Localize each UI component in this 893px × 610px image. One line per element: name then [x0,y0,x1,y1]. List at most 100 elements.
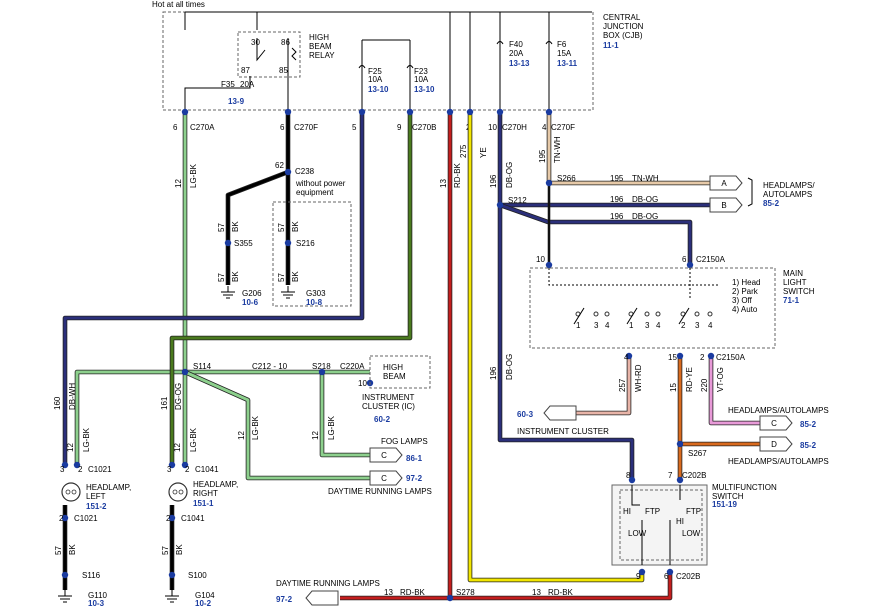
pin-6a: 6 [173,123,178,132]
pin-8: 8 [626,471,631,480]
relay-87-wire [184,76,251,110]
splice-s267 [676,440,684,448]
switch-lever-1 [573,307,585,325]
fog-arrow-label: C [381,451,387,460]
wire-196b: 196 [610,195,624,204]
switch-pos-sw2: 2 [681,321,686,330]
cjb-pin-dot-6 [496,108,504,116]
wire-160: 160 [53,396,62,410]
switch-contact-5 [655,311,661,317]
switch-lever-3 [678,307,690,325]
pin-2b: 2 [700,353,705,362]
fuse-f23-amp: 10A [414,75,429,84]
wire-tnwh-b: TN-WH [632,174,659,183]
ref-drl: 97-2 [406,474,423,483]
relay-p30: 30 [251,38,260,47]
wire-label-12a: 12 [174,179,183,188]
relay-p85: 85 [279,66,288,75]
ref-ha-c: 85-2 [800,420,817,429]
wire-dbog-c: DB-OG [632,212,658,221]
pin-dot-mfs6 [666,568,674,576]
conn-c270f: C270F [294,123,318,132]
conn-drl2 [305,590,339,606]
fuse-f23-ref: 13-10 [414,85,435,94]
ref-g303: 10-8 [306,298,323,307]
conn-c270b: C270B [412,123,436,132]
wire-lgbk-left [75,370,185,465]
fuse-f25-ref: 13-10 [368,85,389,94]
wire-12d: 12 [311,431,320,440]
pin-dot-sw15 [676,352,684,360]
conn-c1041b: C1041 [181,514,205,523]
pin-dot-hl2 [73,461,81,469]
conn-b [709,197,743,213]
label-ha-d: HEADLAMPS/AUTOLAMPS [728,457,829,466]
wire-13b: 13 [384,588,393,597]
wire-bk-f: BK [175,544,184,555]
fuse-f35-amp: 20A [240,80,255,89]
wire-lgbk-fog [320,372,370,457]
main-switch-box [529,267,776,349]
conn-c1041: C1041 [195,465,219,474]
fuse-f25-name: F25 [368,67,382,76]
relay-p87: 87 [241,66,250,75]
pin-dot-mfs9 [638,568,646,576]
cjb-pin-dot-0 [181,108,189,116]
switch-contact-4 [644,311,650,317]
pin-10b: 10 [536,255,545,264]
switch-pos-sw3: 3 [594,321,599,330]
label-hl-right: HEADLAMP,RIGHT [193,480,238,498]
wire-57b: 57 [277,223,286,232]
ref-hl-right: 151-1 [193,499,214,508]
label-s218: S218 [312,362,331,371]
splice-s278 [446,594,454,602]
pin-dot-hl1 [61,461,69,469]
cjb-pin-dot-7 [545,108,553,116]
pin-dot-mfs8 [628,476,636,484]
fuse-f35-name: F35 [221,80,235,89]
label-s212: S212 [508,196,527,205]
label-low: LOW [628,529,647,538]
label-g110: G110 [88,591,108,600]
wire-57d: 57 [277,273,286,282]
pin-10: 10 [488,123,497,132]
wire-lgbk-b: LG-BK [82,427,91,452]
wire-rdbk-b: RD-BK [400,588,426,597]
wire-lgbk-drl-outline [184,369,370,481]
conn-c220a: C220A [340,362,365,371]
label-ftp2: FTP [686,507,701,516]
conn-ic2 [543,405,577,421]
wire-dgog-outline [169,112,413,465]
label-s216: S216 [296,239,315,248]
switch-pos-sw4: 4 [605,321,610,330]
pin-6c: 6 [682,255,687,264]
wire-57e: 57 [54,546,63,555]
splice-s212 [496,201,504,209]
conn-a [709,175,743,191]
splice-s218 [318,368,326,376]
wire-196c: 196 [610,212,624,221]
pin-4b: 4 [624,353,629,362]
label-headlamps-auto: HEADLAMPS/AUTOLAMPS [763,181,815,199]
conn-c [759,415,793,431]
cjb-pin-dot-5 [466,108,474,116]
relay-coil [291,47,297,61]
wire-dbog-main [498,112,634,480]
pin-dot-mfs7 [676,476,684,484]
ref-cluster: 60-2 [374,415,391,424]
pin-dot-hr3 [168,514,176,522]
ref-g104: 10-2 [195,599,212,608]
switch-contact-1 [593,311,599,317]
pin-2c: 2 [78,465,83,474]
label-ha-c: HEADLAMPS/AUTOLAMPS [728,406,829,415]
switch-contact-2 [604,311,610,317]
conn-c202b: C202B [682,471,706,480]
label-s355: S355 [234,239,253,248]
relay-contact [256,38,266,62]
splice-s100 [168,571,176,579]
wire-whrd: WH-RD [634,364,643,392]
wire-whrd [575,356,631,415]
